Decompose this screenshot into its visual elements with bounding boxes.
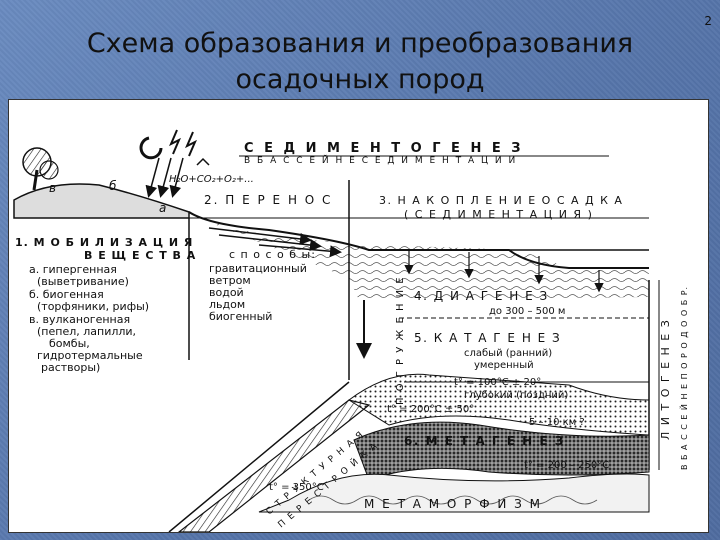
catagenesis-deep: глубокий (поздний) xyxy=(464,390,568,401)
land-mass xyxy=(13,183,190,219)
way-biogenic: биогенный xyxy=(209,310,272,323)
weather-icons xyxy=(139,129,210,198)
hypergene-line-1: а. гипергенная xyxy=(29,263,117,276)
temp-350-label: t° = 350°C xyxy=(269,482,324,493)
sedimentation-scheme-figure: а б в С Е Д И М Е Н Т О Г Е Н Е З В Б А … xyxy=(8,99,709,533)
mobilization-label-2: В Е Щ Е С Т В А xyxy=(84,249,196,262)
temp-100-label: t° = 100°C ± 20° xyxy=(454,377,541,388)
way-gravity: гравитационный xyxy=(209,262,307,275)
slide-title: Схема образования и преобразования осадо… xyxy=(60,26,660,98)
lithogenesis-label: Л И Т О Г Е Н Е З xyxy=(659,319,672,440)
transfer-label: 2. П Е Р Е Н О С xyxy=(204,193,332,207)
way-water: водой xyxy=(209,286,244,299)
metagenesis-band xyxy=(353,421,650,481)
accumulation-label: 3. Н А К О П Л Е Н И Е О С А Д К А xyxy=(379,194,623,207)
volcanic-line-2: (пепел, лапилли, xyxy=(37,325,136,338)
formula-label: H₂O+CO₂+O₂+... xyxy=(169,174,254,185)
metagenesis-label: 6. М Е Т А Г Е Н Е З xyxy=(404,434,565,448)
depth-10km-label: 5 – 10 км ? xyxy=(529,417,585,428)
subsidence-label: П О Г Р У Ж Е Н И Е xyxy=(395,276,406,405)
structural-slope xyxy=(178,399,371,532)
page-number: 2 xyxy=(704,14,712,28)
biogenic-line-1: б. биогенная xyxy=(29,288,104,301)
temp-200-250-label: t° = 200 – 250°C xyxy=(524,460,609,471)
catagenesis-band xyxy=(348,373,650,436)
sedimentation-label: ( С Е Д И М Е Н Т А Ц И Я ) xyxy=(404,208,593,221)
metamorphism-label: М Е Т А М О Р Ф И З М xyxy=(364,497,542,511)
mobilization-label-1: 1. М О Б И Л И З А Ц И Я xyxy=(15,236,193,249)
sedimentogenesis-label: С Е Д И М Е Н Т О Г Е Н Е З xyxy=(244,141,524,156)
volcanic-line-5: растворы) xyxy=(41,361,100,374)
seabed-line xyxy=(188,211,649,269)
catagenesis-weak: слабый (ранний) xyxy=(464,348,552,359)
volcanic-line-1: в. вулканогенная xyxy=(29,313,130,326)
transfer-arrow-2 xyxy=(218,234,322,251)
tree-icon xyxy=(22,147,59,191)
in-basin-label: В Б А С С Е Й Н Е С Е Д И М Е Н Т А Ц И … xyxy=(244,154,517,166)
volcanic-line-4: гидротермальные xyxy=(37,349,143,362)
volcanic-line-3: бомбы, xyxy=(49,337,90,350)
title-line-1: Схема образования и преобразования xyxy=(86,28,634,59)
temp-200-label: t° = 200°C ± 50° xyxy=(387,404,474,415)
catagenesis-label: 5. К А Т А Г Е Н Е З xyxy=(414,331,561,345)
metamorphism-waves xyxy=(308,495,598,505)
diagenesis-label: 4. Д И А Г Е Н Е З xyxy=(414,289,549,303)
slope-outline xyxy=(168,381,350,532)
sub-label-a: а xyxy=(159,201,166,215)
catagenesis-moderate: умеренный xyxy=(474,360,534,371)
title-line-2: осадочных пород xyxy=(235,64,485,95)
diagenesis-depth: до 300 – 500 м xyxy=(489,306,565,317)
sub-label-b: б xyxy=(109,179,117,193)
transfer-arrow-3 xyxy=(258,244,342,258)
transfer-arrow-1 xyxy=(208,227,312,245)
scheme-svg: а б в С Е Д И М Е Н Т О Г Е Н Е З В Б А … xyxy=(13,129,689,532)
sub-label-v: в xyxy=(49,181,56,195)
biogenic-line-2: (торфяники, рифы) xyxy=(37,300,149,313)
way-wind: ветром xyxy=(209,274,251,287)
hypergene-line-2: (выветривание) xyxy=(37,275,129,288)
metamorphism-zone xyxy=(258,473,650,513)
ways-title: с п о с о б ы: xyxy=(229,248,316,261)
in-basin-rock-label: В Б А С С Е Й Н Е П О Р О Д О О Б Р. xyxy=(678,286,689,470)
way-ice: льдом xyxy=(209,298,245,311)
